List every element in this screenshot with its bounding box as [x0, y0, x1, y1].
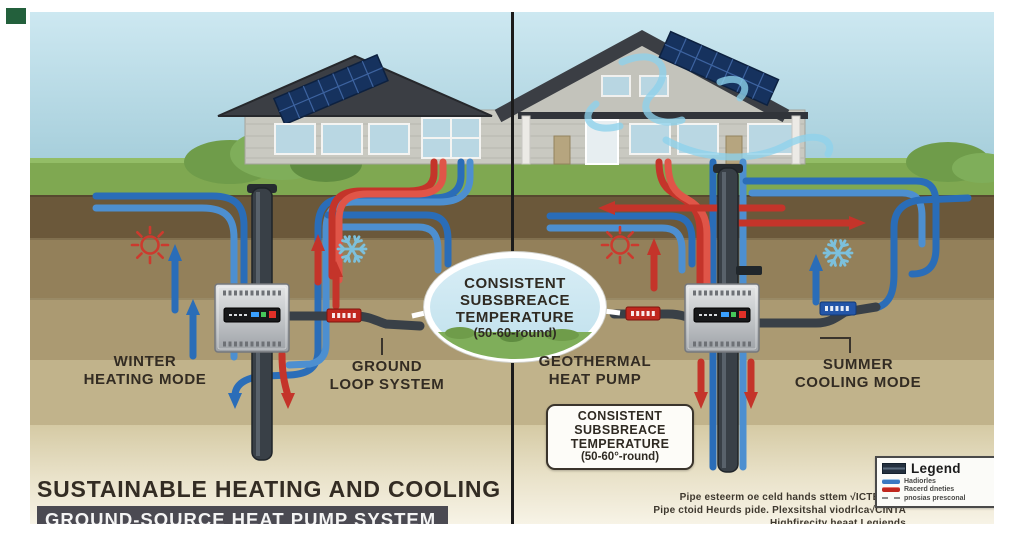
- box-line: SUBSBREACE: [574, 422, 666, 437]
- page-title: SUSTAINABLE HEATING AND COOLING: [37, 476, 501, 502]
- footnote-text: Pipe esteerm oe celd hands sttem √ICTE R…: [566, 491, 906, 524]
- footnote-line: Pipe esteerm oe celd hands sttem √ICTE R…: [679, 492, 906, 503]
- label-line: GEOTHERMAL: [538, 353, 652, 370]
- label-leaders: [381, 337, 851, 355]
- bubble-line: TEMPERATURE: [455, 308, 575, 326]
- sun-icon: [600, 225, 640, 265]
- bubble-line: SUBSBREACE: [459, 291, 570, 309]
- snowflake-icon: [822, 239, 854, 267]
- legend-title: Legend: [911, 461, 961, 476]
- legend-title-swatch: [882, 463, 906, 474]
- pipe-badges: [326, 301, 857, 323]
- scene-illustration: [30, 12, 994, 524]
- box-line: TEMPERATURE: [570, 436, 670, 451]
- legend-item: Hadiorles: [882, 478, 994, 485]
- bubble-temperature-text: CONSISTENT SUBSBREACE TEMPERATURE (50-60…: [425, 275, 605, 341]
- label-line: HEAT PUMP: [548, 370, 642, 388]
- temperature-callout-box: CONSISTENT SUBSBREACE TEMPERATURE (50-60…: [546, 404, 694, 470]
- label-winter-heating-mode: WINTER HEATING MODE: [65, 353, 225, 388]
- box-line: CONSISTENT: [577, 409, 663, 423]
- heat-pump-unit-right: [684, 283, 760, 353]
- sun-icon: [130, 225, 170, 265]
- temperature-callout-bubble: [411, 251, 621, 363]
- label-line: WINTER: [113, 353, 177, 370]
- solar-panel-left: [272, 53, 389, 126]
- legend-swatch-red-pipe: [882, 487, 900, 492]
- bubble-line: (50-60-round): [473, 325, 557, 341]
- label-geothermal-heat-pump: GEOTHERMAL HEAT PUMP: [515, 353, 675, 388]
- legend-item-label: Racerd dneties: [904, 486, 955, 493]
- cool-air-swirls-icon: [584, 53, 834, 161]
- legend-item-label: Hadiorles: [904, 477, 936, 485]
- footnote-line: Pipe ctoid Heurds pide. Plexsitshal viod…: [653, 505, 906, 516]
- label-ground-loop-system: GROUND LOOP SYSTEM: [307, 358, 467, 393]
- corner-logo-mark: [6, 8, 26, 24]
- footnote-line: Highfirecity heaat Legiends: [770, 518, 906, 524]
- title-block: SUSTAINABLE HEATING AND COOLING GROUND-S…: [37, 476, 501, 524]
- legend-item: Racerd dneties: [882, 486, 994, 493]
- scene: WINTER HEATING MODE GROUND LOOP SYSTEM G…: [30, 12, 994, 524]
- box-line: (50-60°-round): [580, 451, 660, 464]
- stone-pillar: [553, 135, 571, 165]
- legend-box: Legend Hadiorles Racerd dneties pnosias …: [875, 456, 994, 508]
- legend-item: pnosias presconal: [882, 495, 994, 502]
- snowflake-icon: [336, 235, 368, 263]
- label-line: HEATING MODE: [83, 370, 207, 388]
- legend-item-label: pnosias presconal: [904, 494, 966, 502]
- bubble-line: CONSISTENT: [464, 275, 566, 292]
- page-subtitle-banner: GROUND-SOURCE HEAT PUMP SYSTEM: [37, 506, 449, 524]
- label-line: COOLING MODE: [794, 373, 922, 391]
- windows: [274, 117, 795, 159]
- legend-header: Legend: [882, 461, 994, 476]
- legend-swatch-dashed-line: [882, 497, 900, 499]
- label-line: LOOP SYSTEM: [329, 375, 445, 393]
- label-line: SUMMER: [822, 356, 894, 373]
- legend-swatch-blue-pipe: [882, 478, 900, 484]
- label-summer-cooling-mode: SUMMER COOLING MODE: [778, 356, 938, 391]
- label-line: GROUND: [351, 358, 423, 375]
- heat-pump-unit-left: [214, 283, 290, 353]
